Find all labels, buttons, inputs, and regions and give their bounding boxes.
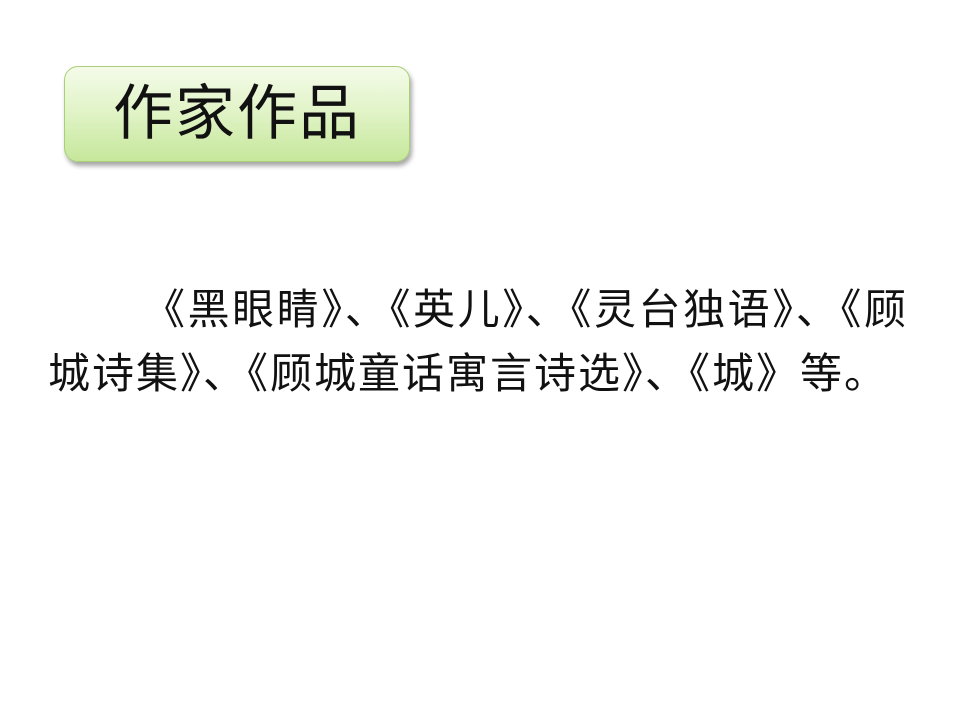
- works-list-paragraph: 《黑眼睛》、《英儿》、《灵台独语》、《顾城诗集》、《顾城童话寓言诗选》、《城》等…: [48, 285, 908, 398]
- title-box: 作家作品: [64, 66, 410, 162]
- slide-title: 作家作品: [113, 79, 361, 149]
